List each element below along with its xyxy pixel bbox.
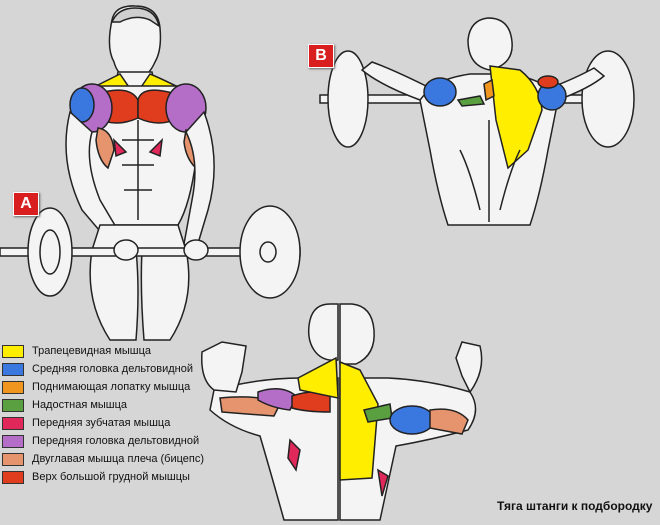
legend-label: Средняя головка дельтовидной — [32, 363, 194, 375]
legend-swatch — [2, 398, 24, 412]
legend-swatch — [2, 434, 24, 448]
figure-a-front-view — [0, 5, 301, 341]
legend-item: Надостная мышца — [2, 396, 204, 414]
legend-label: Двуглавая мышца плеча (бицепс) — [32, 453, 205, 465]
legend-swatch — [2, 470, 24, 484]
legend-label: Передняя головка дельтовидной — [32, 435, 200, 447]
legend-item: Верх большой грудной мышцы — [2, 468, 204, 486]
legend-item: Средняя головка дельтовидной — [2, 360, 204, 378]
legend-item: Передняя зубчатая мышца — [2, 414, 204, 432]
legend-swatch — [2, 452, 24, 466]
legend-item: Поднимающая лопатку мышца — [2, 378, 204, 396]
legend-swatch — [2, 380, 24, 394]
legend-item: Двуглавая мышца плеча (бицепс) — [2, 450, 204, 468]
legend-label: Надостная мышца — [32, 399, 128, 411]
badge-a: A — [13, 192, 39, 216]
legend-label: Передняя зубчатая мышца — [32, 417, 171, 429]
legend-swatch — [2, 362, 24, 376]
legend-swatch — [2, 344, 24, 358]
legend-item: Передняя головка дельтовидной — [2, 432, 204, 450]
exercise-caption: Тяга штанги к подбородку — [497, 499, 653, 513]
figure-b-back-view — [319, 17, 635, 226]
legend-label: Поднимающая лопатку мышца — [32, 381, 191, 393]
legend-label: Трапецевидная мышца — [32, 345, 152, 357]
legend-label: Верх большой грудной мышцы — [32, 471, 190, 483]
legend-item: Трапецевидная мышца — [2, 342, 204, 360]
badge-b: B — [308, 44, 334, 68]
figure-bottom-split-view — [201, 303, 483, 521]
legend-swatch — [2, 416, 24, 430]
